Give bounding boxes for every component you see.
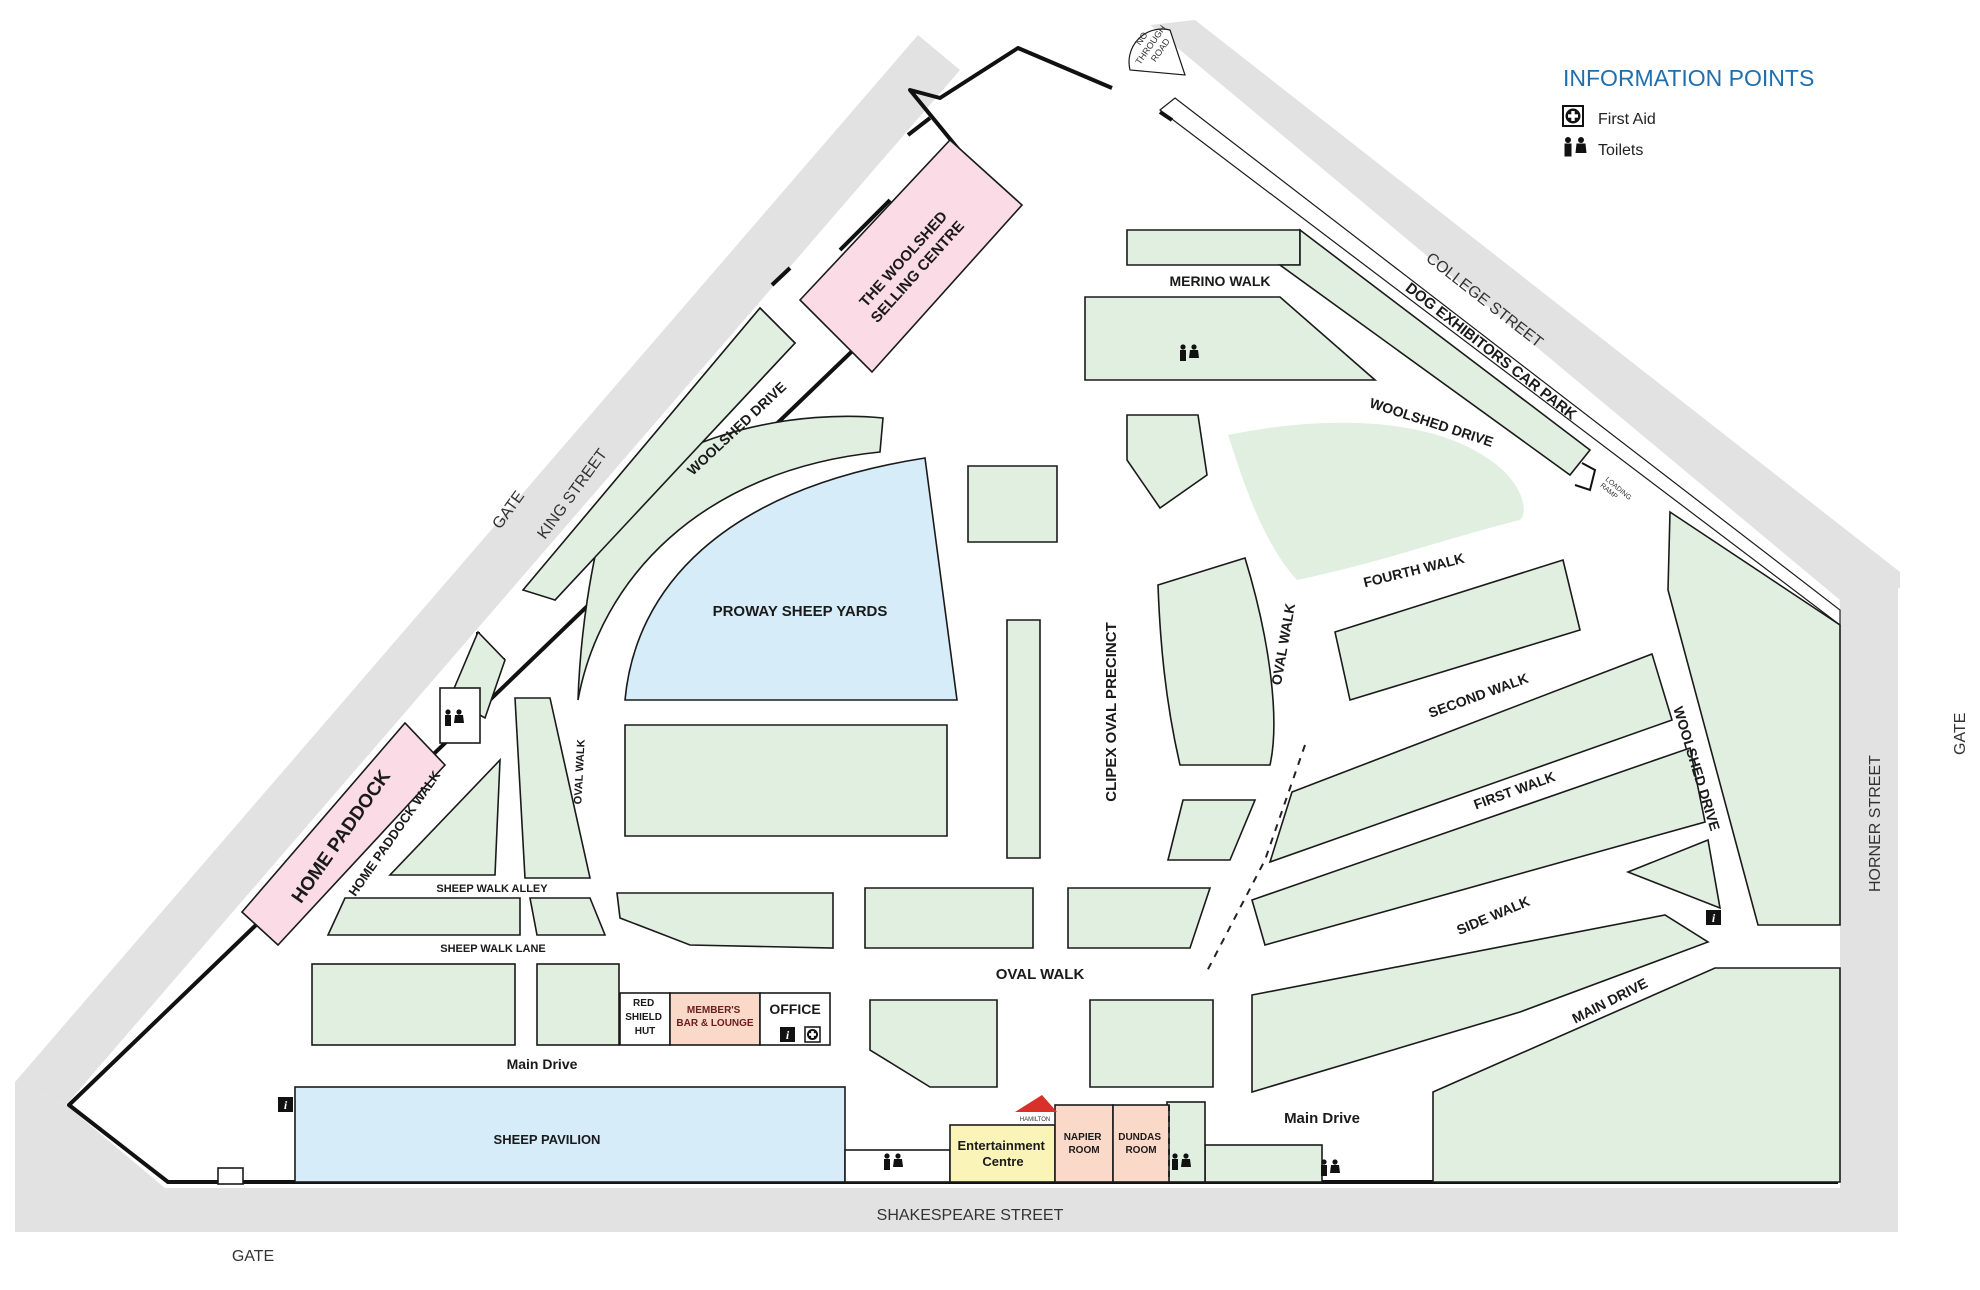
building xyxy=(326,897,521,936)
svg-text:i: i xyxy=(1712,911,1716,925)
main-drive-building xyxy=(1432,967,1841,1183)
sheep-pavilion-label: SHEEP PAVILION xyxy=(494,1132,601,1147)
side-walk-building xyxy=(1251,914,1710,1094)
building xyxy=(514,697,591,879)
shakespeare-street-label: SHAKESPEARE STREET xyxy=(877,1207,1064,1224)
woolshed-selling-centre-area xyxy=(798,138,1024,374)
toilets-icon xyxy=(884,1153,903,1170)
woolshed-drive-left-building xyxy=(521,306,797,601)
toilets-icon xyxy=(1172,1153,1191,1170)
gate-label-bottom: GATE xyxy=(232,1248,274,1265)
proway-sheep-yards-label: PROWAY SHEEP YARDS xyxy=(713,603,888,620)
car-park-strip xyxy=(1159,97,1841,627)
fence-segment xyxy=(1158,110,1174,122)
red-shield-hut-label: RED SHIELD HUT xyxy=(625,998,664,1037)
hamilton-logo-text: HAMILTON xyxy=(1020,1117,1050,1123)
gate-label-horner: GATE xyxy=(1952,713,1969,755)
clipex-label: CLIPEX OVAL PRECINCT xyxy=(1103,622,1120,801)
svg-text:i: i xyxy=(284,1098,288,1112)
svg-text:i: i xyxy=(786,1028,790,1042)
legend-title: INFORMATION POINTS xyxy=(1563,65,1814,91)
dundas-room-label: DUNDAS ROOM xyxy=(1118,1132,1164,1156)
gate-hut xyxy=(217,1167,244,1185)
first-aid-icon xyxy=(1562,105,1584,127)
main-drive-label-left: Main Drive xyxy=(507,1056,578,1072)
horner-street-label: HORNER STREET xyxy=(1867,755,1884,892)
clipex-stand xyxy=(1157,556,1275,766)
toilets-icon xyxy=(445,709,464,726)
building xyxy=(1126,414,1208,510)
legend-first-aid-label: First Aid xyxy=(1598,111,1656,128)
napier-room-label: NAPIER ROOM xyxy=(1064,1132,1105,1156)
loading-ramp-marker xyxy=(1574,462,1597,492)
sheep-pavilion-area xyxy=(294,1086,846,1183)
oval-walk-label-vertical: OVAL WALK xyxy=(1268,602,1298,686)
building xyxy=(624,724,948,837)
building xyxy=(1204,1144,1323,1183)
main-drive-label-center: Main Drive xyxy=(1284,1110,1360,1127)
info-icon: i xyxy=(780,1027,795,1042)
merino-walk-label: MERINO WALK xyxy=(1169,273,1270,289)
info-icon: i xyxy=(1706,910,1721,925)
loading-ramp-label: LOADING RAMP xyxy=(1599,476,1634,509)
second-walk-building xyxy=(1268,652,1673,864)
fence-segment xyxy=(770,266,792,287)
oval-walk-label-left: OVAL WALK xyxy=(572,739,587,805)
sheep-walk-lane-label: SHEEP WALK LANE xyxy=(440,943,546,955)
dog-car-park-lot xyxy=(1277,228,1592,477)
shakespeare-street-road xyxy=(15,1188,1898,1232)
gate-lower-left-road xyxy=(15,1082,165,1188)
merino-walk-building xyxy=(1126,229,1301,266)
building xyxy=(1084,296,1378,381)
building xyxy=(311,963,516,1046)
legend-toilets-label: Toilets xyxy=(1598,142,1643,159)
building xyxy=(869,999,998,1088)
home-paddock-area xyxy=(240,721,447,947)
building xyxy=(1006,619,1041,859)
building xyxy=(529,897,607,936)
info-icon: i xyxy=(278,1097,293,1112)
college-street-road xyxy=(1150,20,1900,600)
building xyxy=(1166,799,1257,861)
king-street-road xyxy=(15,35,960,1105)
first-walk-building xyxy=(1251,746,1706,946)
building xyxy=(536,963,620,1046)
fourth-walk-building xyxy=(1334,558,1581,702)
entertainment-centre-label: Entertainment Centre xyxy=(957,1138,1048,1169)
building xyxy=(1067,887,1212,949)
home-paddock-walk-building xyxy=(388,757,501,876)
entertainment-centre-area xyxy=(949,1124,1056,1183)
sheep-walk-alley-label: SHEEP WALK ALLEY xyxy=(436,883,548,895)
fence-segment xyxy=(838,198,892,252)
woolshed-drive-right-building xyxy=(1667,510,1841,926)
members-bar-area xyxy=(669,992,761,1046)
office-label: OFFICE xyxy=(769,1001,820,1017)
members-bar-label: MEMBER'S BAR & LOUNGE xyxy=(676,1005,754,1029)
building xyxy=(1089,999,1214,1088)
dundas-room-area xyxy=(1112,1104,1170,1183)
red-shield-hut-area xyxy=(619,992,671,1046)
fence-segment xyxy=(906,116,932,137)
first-aid-icon xyxy=(804,1026,821,1043)
proway-sheep-yards-area xyxy=(624,457,958,701)
building xyxy=(864,887,1034,949)
oval-walk-label: OVAL WALK xyxy=(996,966,1085,983)
no-through-road-sign xyxy=(1128,28,1186,76)
hamilton-logo xyxy=(1015,1095,1057,1112)
horner-street-road xyxy=(1840,570,1898,1230)
building xyxy=(967,465,1058,543)
oval-grass xyxy=(1228,422,1524,580)
toilets-icon xyxy=(1180,344,1199,361)
building xyxy=(1625,838,1722,910)
side-walk-label: SIDE WALK xyxy=(1454,893,1532,938)
toilets-icon xyxy=(1564,137,1587,157)
napier-room-area xyxy=(1054,1104,1114,1183)
building xyxy=(616,892,834,949)
toilets-icon xyxy=(1321,1159,1340,1176)
